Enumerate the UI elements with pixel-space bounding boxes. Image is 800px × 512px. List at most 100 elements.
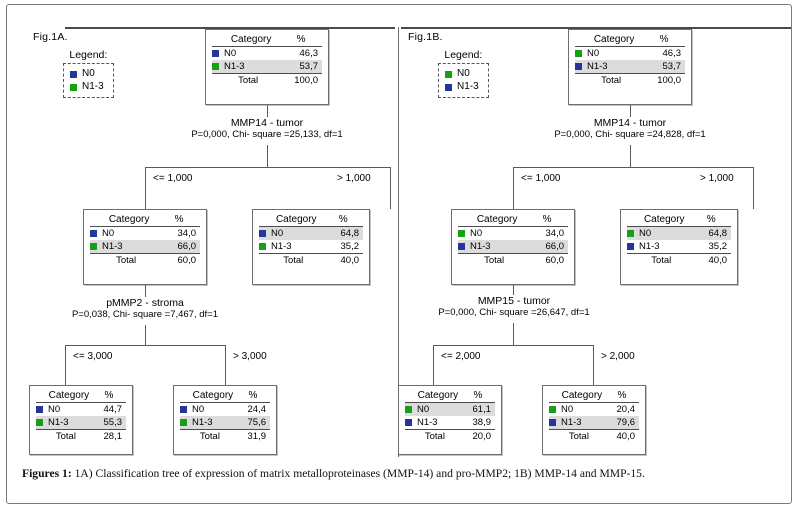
legend-title-a: Legend:	[69, 49, 108, 61]
total-value: 60,0	[526, 253, 568, 267]
total-label: Total	[180, 429, 236, 443]
category-swatch-icon	[36, 419, 43, 426]
category-label: N0	[587, 48, 600, 59]
table-row: N1-3 53,7	[575, 60, 685, 74]
category-swatch-icon	[549, 419, 556, 426]
category-swatch-icon	[627, 243, 634, 250]
edge-label-left: <= 3,000	[73, 351, 113, 362]
tree-node-right[interactable]: Category % N0 64,8 N1-3 35,2 Total 40,0	[252, 209, 370, 285]
total-label: Total	[458, 253, 527, 267]
table-row: N1-3 79,6	[549, 416, 639, 430]
connector	[630, 145, 631, 167]
total-label: Total	[212, 73, 281, 87]
legend-b: Legend: N0 N1-3	[438, 49, 489, 98]
figure-frame: Fig.1A. Legend: N0 N1-3 Category %	[6, 4, 792, 504]
table-row-total: Total 31,9	[180, 429, 270, 443]
tree-node-left[interactable]: Category % N0 34,0 N1-3 66,0 Total 60,0	[83, 209, 207, 285]
col-header-category: Category	[180, 390, 236, 403]
edge-label-right: > 1,000	[700, 173, 734, 184]
category-label: N1-3	[224, 61, 245, 72]
category-swatch-icon	[458, 230, 465, 237]
table-row: N0 46,3	[575, 47, 685, 61]
panel-a-top-rule	[65, 27, 395, 29]
tree-node-root[interactable]: Category % N0 46,3 N1-3 53,7 Total 100,0	[568, 29, 692, 105]
table-row: N1-3 53,7	[212, 60, 322, 74]
category-swatch-icon	[180, 419, 187, 426]
col-header-percent: %	[526, 214, 568, 227]
category-swatch-icon	[549, 406, 556, 413]
tree-leaf-left[interactable]: Category % N0 44,7 N1-3 55,3 Total 28,1	[29, 385, 133, 455]
category-label: N1-3	[192, 417, 213, 428]
table-row: N0 46,3	[212, 47, 322, 61]
total-value: 31,9	[235, 429, 270, 443]
category-label: N0	[561, 404, 574, 415]
tree-node-root[interactable]: Category % N0 46,3 N1-3 53,7 Total 100,0	[205, 29, 329, 105]
tree-leaf-right[interactable]: Category % N0 20,4 N1-3 79,6 Total 40,0	[542, 385, 646, 455]
category-value: 61,1	[460, 402, 495, 416]
category-value: 66,0	[158, 240, 200, 254]
legend-item: N0	[70, 68, 104, 80]
edge-label-left: <= 1,000	[521, 173, 561, 184]
col-header-category: Category	[259, 214, 324, 227]
connector	[145, 285, 146, 297]
total-label: Total	[36, 429, 92, 443]
connector	[433, 345, 434, 385]
category-value: 34,0	[545, 228, 565, 239]
split-node-1: MMP14 - tumor P=0,000, Chi- square =25,1…	[137, 117, 397, 141]
legend-swatch-icon	[70, 70, 77, 78]
col-header-category: Category	[549, 390, 605, 403]
tree-leaf-left[interactable]: Category % N0 61,1 N1-3 38,9 Total 20,0	[398, 385, 502, 455]
category-label: N0	[417, 404, 430, 415]
legend-item-label: N0	[457, 68, 470, 79]
table-row-total: Total 40,0	[259, 253, 363, 267]
category-label: N0	[271, 228, 284, 239]
legend-item: N1-3	[445, 81, 479, 93]
legend-box-a: N0 N1-3	[63, 63, 114, 98]
connector	[267, 105, 268, 117]
edge-label-right: > 1,000	[337, 173, 371, 184]
table-row-total: Total 20,0	[405, 429, 495, 443]
connector	[145, 167, 390, 168]
tree-node-right[interactable]: Category % N0 64,8 N1-3 35,2 Total 40,0	[620, 209, 738, 285]
category-swatch-icon	[90, 230, 97, 237]
table-row-total: Total 40,0	[627, 253, 731, 267]
total-value: 40,0	[691, 253, 731, 267]
category-swatch-icon	[212, 50, 219, 57]
total-value: 60,0	[158, 253, 200, 267]
total-label: Total	[90, 253, 159, 267]
edge-label-right: > 2,000	[601, 351, 635, 362]
category-label: N0	[470, 228, 483, 239]
legend-box-b: N0 N1-3	[438, 63, 489, 98]
category-value: 24,4	[247, 404, 267, 415]
col-header-category: Category	[627, 214, 692, 227]
category-value: 53,7	[643, 60, 685, 74]
col-header-category: Category	[575, 34, 644, 47]
table-row: N0 20,4	[549, 403, 639, 417]
split-node-2: pMMP2 - stroma P=0,038, Chi- square =7,4…	[25, 297, 265, 321]
table-row: N1-3 35,2	[627, 240, 731, 254]
table-row: N0 34,0	[458, 227, 568, 241]
category-label: N0	[48, 404, 61, 415]
total-label: Total	[259, 253, 324, 267]
connector	[630, 105, 631, 117]
total-label: Total	[549, 429, 605, 443]
connector	[593, 345, 594, 385]
split-variable: MMP15 - tumor	[477, 295, 551, 307]
category-value: 79,6	[604, 416, 639, 430]
category-swatch-icon	[180, 406, 187, 413]
total-value: 40,0	[604, 429, 639, 443]
category-label: N0	[639, 228, 652, 239]
total-value: 40,0	[323, 253, 363, 267]
connector	[225, 345, 226, 385]
category-label: N0	[102, 228, 115, 239]
category-swatch-icon	[627, 230, 634, 237]
tree-leaf-right[interactable]: Category % N0 24,4 N1-3 75,6 Total 31,9	[173, 385, 277, 455]
table-row: N1-3 38,9	[405, 416, 495, 430]
col-header-percent: %	[460, 390, 495, 403]
category-swatch-icon	[90, 243, 97, 250]
col-header-category: Category	[90, 214, 159, 227]
category-swatch-icon	[405, 406, 412, 413]
tree-node-left[interactable]: Category % N0 34,0 N1-3 66,0 Total 60,0	[451, 209, 575, 285]
split-statistic: P=0,000, Chi- square =26,647, df=1	[438, 307, 590, 318]
figure-caption: Figures 1: 1A) Classification tree of ex…	[22, 466, 772, 481]
